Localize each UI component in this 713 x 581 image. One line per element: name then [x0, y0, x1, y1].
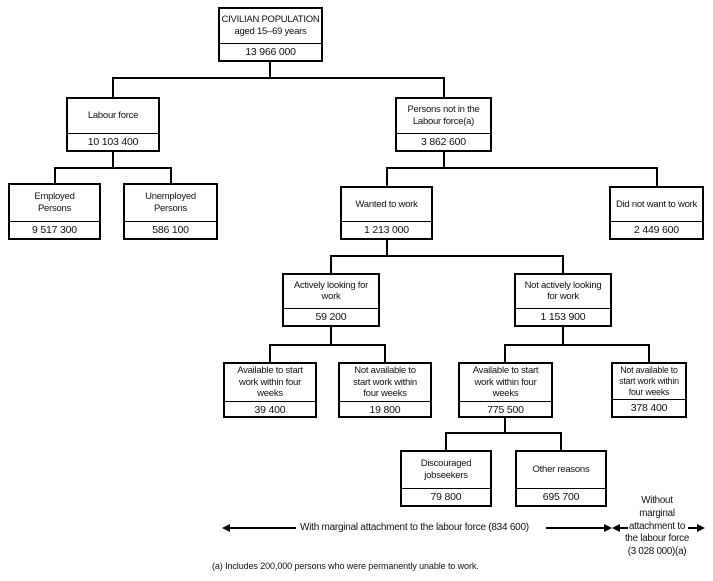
node-label: Employed Persons [34, 191, 75, 214]
node-civilian-population: CIVILIAN POPULATION aged 15–69 years 13 … [218, 7, 323, 62]
node-wanted-to-work: Wanted to work 1 213 000 [340, 186, 433, 240]
connector-line [504, 418, 506, 433]
node-employed-persons: Employed Persons 9 517 300 [8, 183, 101, 240]
connector-line [560, 432, 562, 450]
node-label: Unemployed Persons [145, 191, 196, 214]
connector-line [386, 240, 388, 256]
node-label: Wanted to work [355, 198, 418, 210]
node-value: 695 700 [517, 487, 605, 506]
node-discouraged-jobseekers: Discouraged jobseekers 79 800 [400, 450, 492, 507]
connector-line [445, 432, 447, 450]
node-not-available-to-start-not-active: Not available to start work within four … [611, 362, 687, 418]
node-value: 59 200 [284, 307, 378, 326]
node-value: 3 862 600 [397, 132, 490, 151]
node-label: Did not want to work [615, 198, 698, 210]
node-label: Labour force [87, 110, 139, 121]
node-unemployed-persons: Unemployed Persons 586 100 [123, 183, 218, 240]
connector-line [445, 432, 562, 434]
arrow-right-icon [697, 524, 705, 532]
connector-line [269, 344, 386, 346]
arrow-left-icon [222, 524, 230, 532]
node-value: 9 517 300 [10, 220, 99, 239]
node-value: 586 100 [125, 220, 216, 239]
footnote: (a) Includes 200,000 persons who were pe… [212, 561, 479, 571]
arrow-left-icon [612, 524, 620, 532]
node-label: Not available to start work within four … [619, 365, 679, 397]
node-actively-looking-for-work: Actively looking for work 59 200 [282, 273, 380, 327]
node-value: 10 103 400 [68, 132, 158, 151]
node-value: 1 153 900 [516, 307, 610, 326]
connector-line [384, 344, 386, 362]
connector-line [656, 167, 658, 186]
arrow-right-icon [604, 524, 612, 532]
node-value: 2 449 600 [611, 220, 702, 239]
connector-line [443, 152, 445, 168]
connector-line [269, 344, 271, 362]
node-value: 39 400 [225, 400, 315, 419]
connector-line [562, 255, 564, 273]
connector-line [54, 167, 172, 169]
node-available-to-start-not-active: Available to start work within four week… [458, 362, 553, 418]
node-label: Persons not in the Labour force(a) [407, 104, 480, 127]
connector-line [330, 327, 332, 345]
node-label: Other reasons [532, 464, 590, 475]
connector-line [112, 77, 114, 97]
node-label: Available to start work within four week… [472, 365, 539, 399]
node-value: 79 800 [402, 487, 490, 506]
connector-line [504, 344, 506, 362]
connector-line [112, 77, 445, 79]
connector-line [269, 62, 271, 79]
node-not-actively-looking-for-work: Not actively looking for work 1 153 900 [514, 273, 612, 327]
connector-line [386, 167, 658, 169]
node-label: CIVILIAN POPULATION aged 15–69 years [221, 14, 320, 37]
node-label: Discouraged jobseekers [420, 458, 472, 481]
connector-line [386, 167, 388, 186]
connector-line [112, 152, 114, 168]
with-marginal-attachment-label: With marginal attachment to the labour f… [300, 522, 529, 533]
node-available-to-start-active: Available to start work within four week… [223, 362, 317, 418]
arrow-shaft [688, 527, 699, 529]
without-marginal-attachment-label: Without marginal attachment to the labou… [624, 495, 690, 558]
node-did-not-want-to-work: Did not want to work 2 449 600 [609, 186, 704, 240]
arrow-shaft [228, 527, 296, 529]
arrow-shaft [546, 527, 606, 529]
connector-line [170, 167, 172, 183]
connector-line [562, 327, 564, 345]
node-label: Not actively looking for work [524, 279, 602, 303]
connector-line [443, 77, 445, 97]
node-value: 19 800 [340, 400, 430, 419]
connector-line [648, 344, 650, 362]
node-other-reasons: Other reasons 695 700 [515, 450, 607, 507]
node-label: Not available to start work within four … [353, 365, 417, 399]
node-value: 378 400 [613, 399, 685, 417]
node-label: Actively looking for work [293, 279, 369, 303]
connector-line [54, 167, 56, 183]
node-value: 775 500 [460, 400, 551, 419]
node-labour-force: Labour force 10 103 400 [66, 97, 160, 152]
node-not-available-to-start-active: Not available to start work within four … [338, 362, 432, 418]
node-persons-not-in-labour-force: Persons not in the Labour force(a) 3 862… [395, 97, 492, 152]
connector-line [504, 344, 650, 346]
connector-line [330, 255, 332, 273]
node-label: Available to start work within four week… [237, 365, 303, 399]
node-value: 13 966 000 [220, 42, 321, 61]
connector-line [330, 255, 564, 257]
arrow-shaft [618, 527, 628, 529]
node-value: 1 213 000 [342, 220, 431, 239]
